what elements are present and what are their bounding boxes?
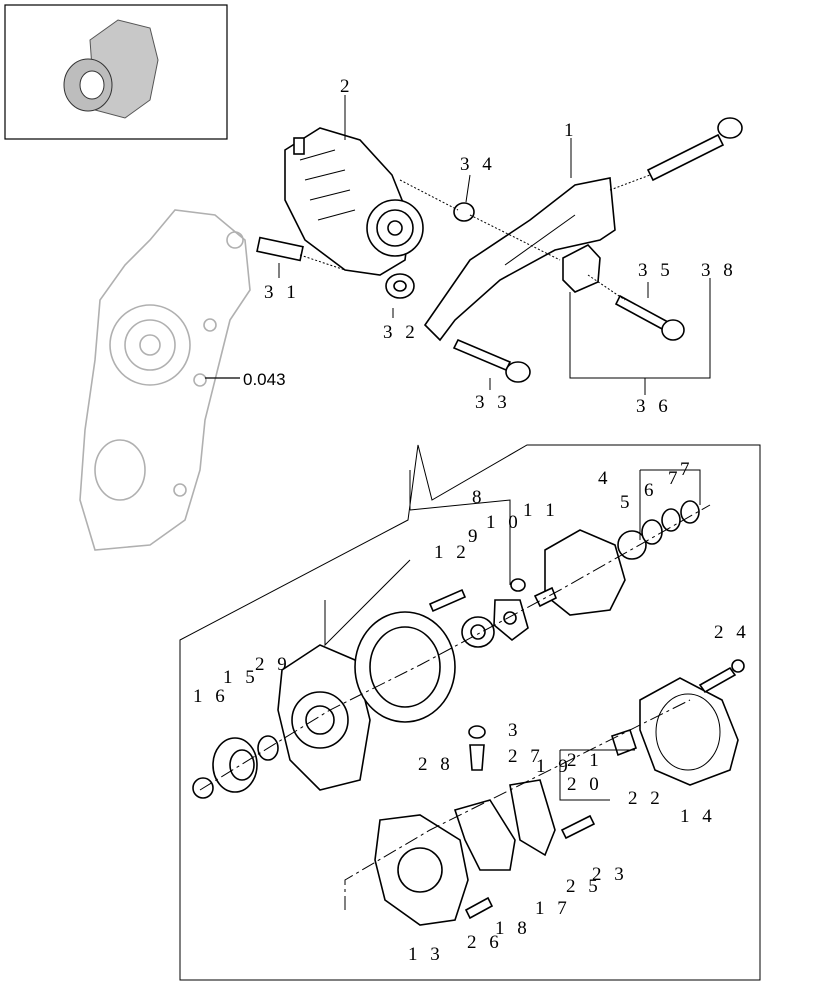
cover-14: [639, 677, 739, 786]
screw-11: [510, 578, 526, 592]
callout-3: 3: [508, 720, 522, 741]
thumbnail-view: [4, 4, 228, 140]
engine-cover-ghost: [79, 209, 251, 551]
callout-7b: 7: [680, 459, 694, 480]
callout-18: 1 8: [495, 918, 531, 939]
callout-36: 3 6: [636, 396, 672, 417]
reference-label: 0.043: [243, 370, 286, 389]
bolt-25: [560, 814, 596, 840]
bolt-26: [464, 896, 494, 920]
bolt-38: [646, 117, 743, 182]
callout-26: 2 6: [467, 932, 503, 953]
callout-7a: 7: [668, 468, 682, 489]
callout-27: 2 7: [508, 746, 544, 767]
front-housing-29: [277, 644, 371, 791]
bolt-33: [452, 338, 531, 383]
ring-7b: [680, 500, 700, 524]
rotor-4: [533, 529, 626, 616]
callout-11: 1 1: [523, 500, 559, 521]
callout-29: 2 9: [255, 654, 291, 675]
detail-box: [179, 444, 761, 981]
callout-1: 1: [564, 120, 578, 141]
callout-14: 1 4: [680, 806, 716, 827]
callout-9: 9: [468, 526, 482, 547]
callout-25: 2 5: [566, 876, 602, 897]
bearing-9: [461, 616, 495, 648]
callout-4: 4: [598, 468, 612, 489]
ring-7a: [661, 508, 681, 532]
callout-12: 1 2: [434, 542, 470, 563]
stator-8: [354, 611, 456, 723]
bolt-35: [614, 294, 685, 341]
pulley-15: [212, 737, 258, 793]
callout-28: 2 8: [418, 754, 454, 775]
bracket-1: [423, 177, 616, 342]
callout-21: 2 1: [567, 750, 603, 771]
spacer-34: [453, 202, 475, 222]
callout-32: 3 2: [383, 322, 419, 343]
screw-12: [428, 588, 467, 613]
bolt-24: [698, 659, 745, 694]
callout-6: 6: [644, 480, 658, 501]
callout-24: 2 4: [714, 622, 750, 643]
callout-20: 2 0: [567, 774, 603, 795]
callout-17: 1 7: [535, 898, 571, 919]
bearing-5: [617, 530, 647, 560]
callout-35: 3 5: [638, 260, 674, 281]
nut-32: [385, 273, 415, 299]
callout-16: 1 6: [193, 686, 229, 707]
callout-15: 1 5: [223, 667, 259, 688]
callout-19: 1 9: [536, 756, 572, 777]
ring-6: [641, 519, 663, 545]
callout-34: 3 4: [460, 154, 496, 175]
plate-10: [493, 599, 529, 642]
callout-5: 5: [620, 492, 634, 513]
callout-23: 2 3: [592, 864, 628, 885]
callout-10: 1 0: [486, 512, 522, 533]
callout-33: 3 3: [475, 392, 511, 413]
callout-38: 3 8: [701, 260, 737, 281]
callout-22: 2 2: [628, 788, 664, 809]
callout-31: 3 1: [264, 282, 300, 303]
rear-housing-13: [374, 814, 469, 926]
stud-31: [256, 236, 304, 262]
callout-13: 1 3: [408, 944, 444, 965]
alternator-assembly: [284, 127, 424, 276]
screw-27: [468, 725, 486, 771]
callout-2: 2: [340, 76, 354, 97]
regulator-17: [509, 779, 556, 857]
callout-8: 8: [472, 487, 486, 508]
block-36: [562, 244, 601, 293]
brush-holder-19: [611, 728, 637, 757]
